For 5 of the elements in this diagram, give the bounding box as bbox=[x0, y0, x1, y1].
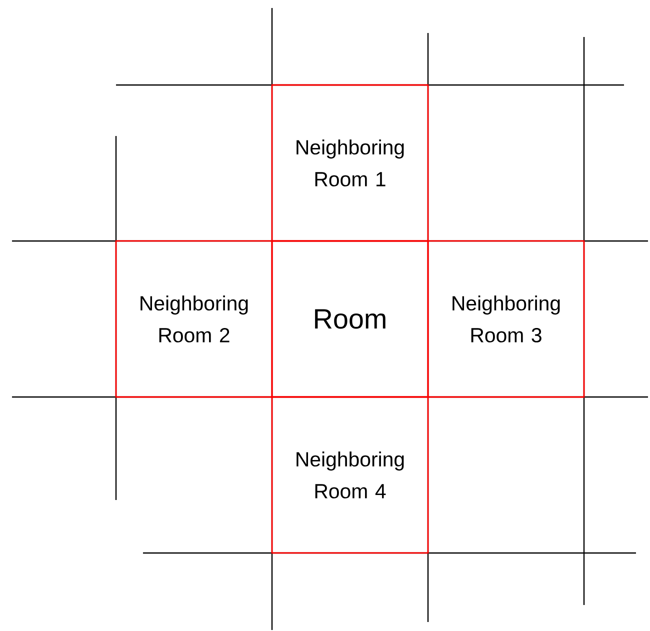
room-box: Room bbox=[271, 240, 429, 398]
neighboring-room-box: Neighboring Room 3 bbox=[427, 240, 585, 398]
neighboring-room-box: Neighboring Room 2 bbox=[115, 240, 273, 398]
neighboring-room-box: Neighboring Room 4 bbox=[271, 396, 429, 554]
neighboring-room-box: Neighboring Room 1 bbox=[271, 84, 429, 242]
